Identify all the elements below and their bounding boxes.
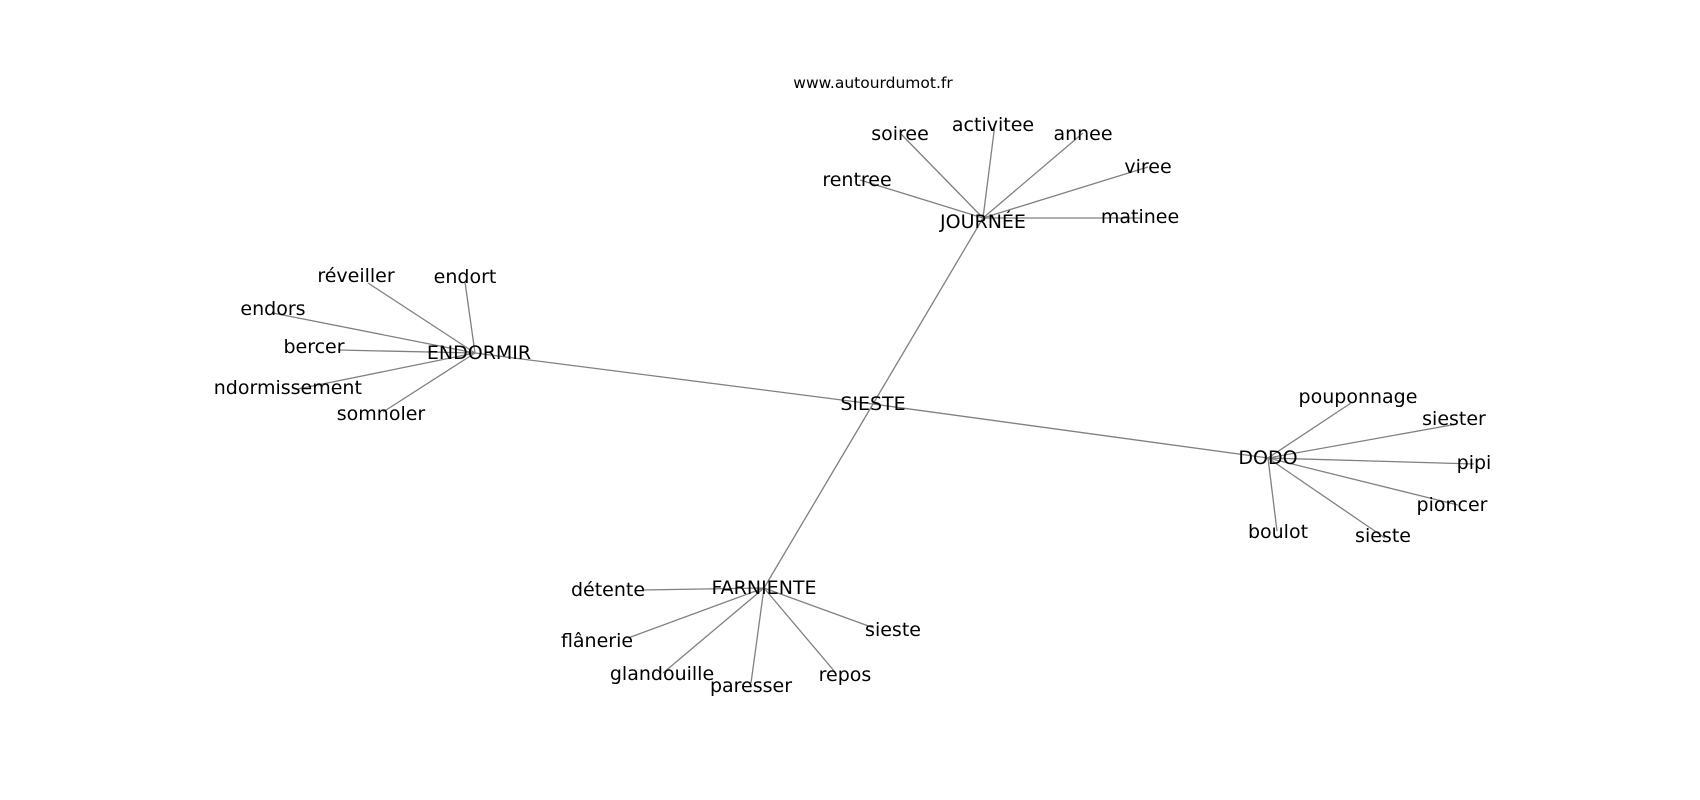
edge-farniente-word	[662, 587, 765, 674]
edge-center-journee	[872, 217, 984, 405]
word-node-label: boulot	[1248, 521, 1308, 543]
word-node-label: pipi	[1457, 452, 1492, 474]
edge-dodo-word	[1267, 457, 1386, 539]
word-node-label: pouponnage	[1299, 386, 1418, 408]
edge-farniente-word	[763, 587, 875, 629]
edge-dodo-word	[1267, 457, 1475, 465]
edge-endormir-word	[297, 352, 476, 390]
edge-endormir-word	[337, 349, 476, 354]
word-node-label: matinee	[1101, 206, 1179, 228]
edge-endormir-word	[272, 312, 476, 354]
edge-farniente-word	[627, 587, 765, 639]
hub-node-label: DODO	[1238, 447, 1297, 469]
edge-dodo-word	[1267, 457, 1459, 506]
edge-endormir-word	[382, 352, 476, 413]
word-node-label: siester	[1422, 408, 1486, 430]
hub-node-label: ENDORMIR	[427, 342, 531, 364]
word-node-label: flânerie	[561, 630, 633, 652]
word-node-label: glandouille	[610, 663, 714, 685]
edge-farniente-word	[641, 587, 765, 591]
edge-center-dodo	[872, 403, 1269, 459]
word-node-label: endormissement	[202, 377, 362, 399]
hub-node-label: JOURNÉE	[939, 210, 1026, 233]
word-node-label: activitee	[952, 114, 1034, 136]
edge-journee-word	[982, 132, 1084, 219]
edge-journee-word	[982, 166, 1149, 219]
edge-farniente-word	[763, 587, 836, 673]
word-node-label: pioncer	[1417, 494, 1488, 516]
word-node-label: somnoler	[337, 403, 426, 425]
edge-endormir-word	[367, 282, 476, 354]
word-node-label: endort	[434, 266, 497, 288]
graph-edges	[272, 123, 1475, 684]
edge-center-farniente	[763, 403, 874, 589]
center-node-label: SIESTE	[840, 393, 905, 415]
edge-journee-word	[982, 123, 996, 219]
graph-labels: soiree activitee annee rentree viree matinee r…	[202, 114, 1492, 697]
word-node-label: détente	[571, 579, 645, 601]
word-node-label: sieste	[865, 619, 921, 641]
word-node-label: soiree	[871, 123, 929, 145]
word-node-label: endors	[240, 298, 305, 320]
edge-journee-word	[859, 179, 984, 219]
word-node-label: réveiller	[317, 265, 395, 287]
edge-dodo-word	[1267, 423, 1458, 459]
edge-farniente-word	[750, 587, 765, 684]
word-node-label: rentree	[822, 169, 891, 191]
word-node-label: paresser	[710, 675, 792, 697]
word-node-label: sieste	[1355, 525, 1411, 547]
edge-journee-word	[900, 133, 984, 219]
edge-dodo-word	[1267, 457, 1278, 532]
word-node-label: annee	[1053, 123, 1112, 145]
edge-center-endormir	[474, 352, 874, 405]
site-watermark: www.autourdumot.fr	[793, 74, 953, 92]
word-node-label: viree	[1124, 156, 1171, 178]
edge-endormir-word	[464, 281, 476, 354]
word-node-label: bercer	[283, 336, 344, 358]
word-node-label: repos	[819, 664, 872, 686]
hub-node-label: FARNIENTE	[711, 577, 816, 599]
edge-dodo-word	[1267, 402, 1352, 459]
